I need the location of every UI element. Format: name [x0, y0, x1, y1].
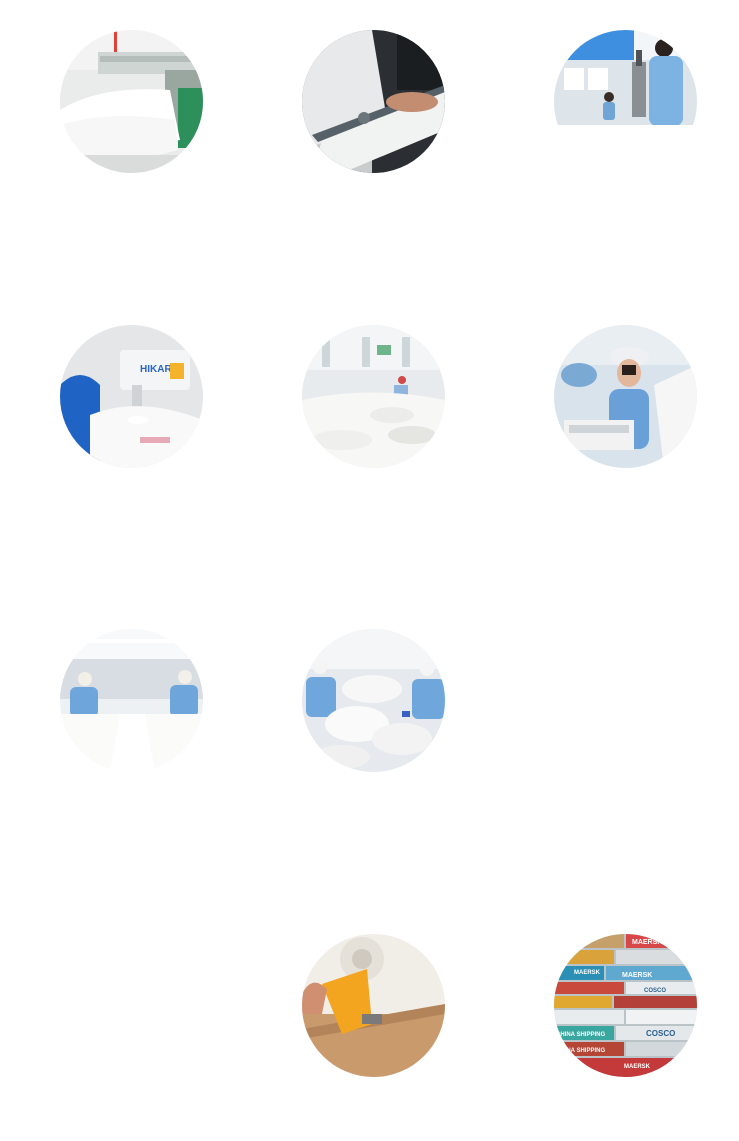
container-label: CHINA SHIPPING	[556, 1048, 605, 1054]
container-label: CHINA SHIPPING	[556, 1032, 605, 1038]
container-label: MAERSK	[624, 1064, 651, 1070]
photo-worker-with-pillow	[554, 325, 697, 468]
container-label: MAERSK	[632, 939, 662, 946]
container-label: MAERSK	[574, 970, 601, 976]
container-label: MAERSK	[622, 972, 652, 979]
photo-factory-floor-filling	[302, 325, 445, 468]
photo-fabric-roll-machine	[60, 30, 203, 173]
photo-fabric-feeding-roller	[302, 30, 445, 173]
container-label: COSCO	[646, 1029, 675, 1038]
photo-tape-dispenser-on-box	[302, 934, 445, 1077]
photo-worker-cutting-fabric	[554, 30, 697, 173]
photo-workers-with-pillows	[302, 629, 445, 772]
photo-sewing-machine-closeup: HIKARI	[60, 325, 203, 468]
machine-brand-text: HIKARI	[140, 364, 175, 375]
container-label: COSCO	[644, 988, 666, 994]
photo-shipping-containers: MAERSK MAERSK MAERSK COSCO CHINA SHIPPIN…	[554, 934, 697, 1077]
photo-workers-at-long-table	[60, 629, 203, 772]
